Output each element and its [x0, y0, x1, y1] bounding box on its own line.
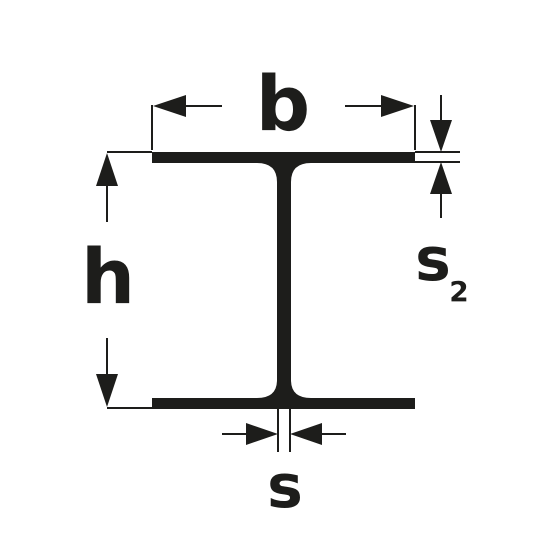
label-s2: s [415, 225, 451, 295]
label-h: h [81, 232, 135, 321]
h-arrow-up-icon [96, 153, 118, 186]
label-b: b [256, 59, 310, 148]
label-s: s [267, 452, 303, 522]
s2-arrow-up-icon [430, 162, 452, 194]
s2-arrow-down-icon [430, 120, 452, 152]
s-arrow-left-icon [290, 423, 322, 445]
top-flange [152, 152, 415, 163]
bottom-flange [152, 398, 415, 409]
label-s2-subscript: 2 [449, 275, 468, 308]
s-arrow-right-icon [246, 423, 278, 445]
i-beam-profile [152, 152, 415, 409]
web [257, 163, 311, 398]
h-arrow-down-icon [96, 374, 118, 407]
b-arrow-left-icon [153, 95, 186, 117]
dimension-s2 [415, 95, 460, 218]
dimension-s [222, 409, 346, 452]
b-arrow-right-icon [381, 95, 414, 117]
